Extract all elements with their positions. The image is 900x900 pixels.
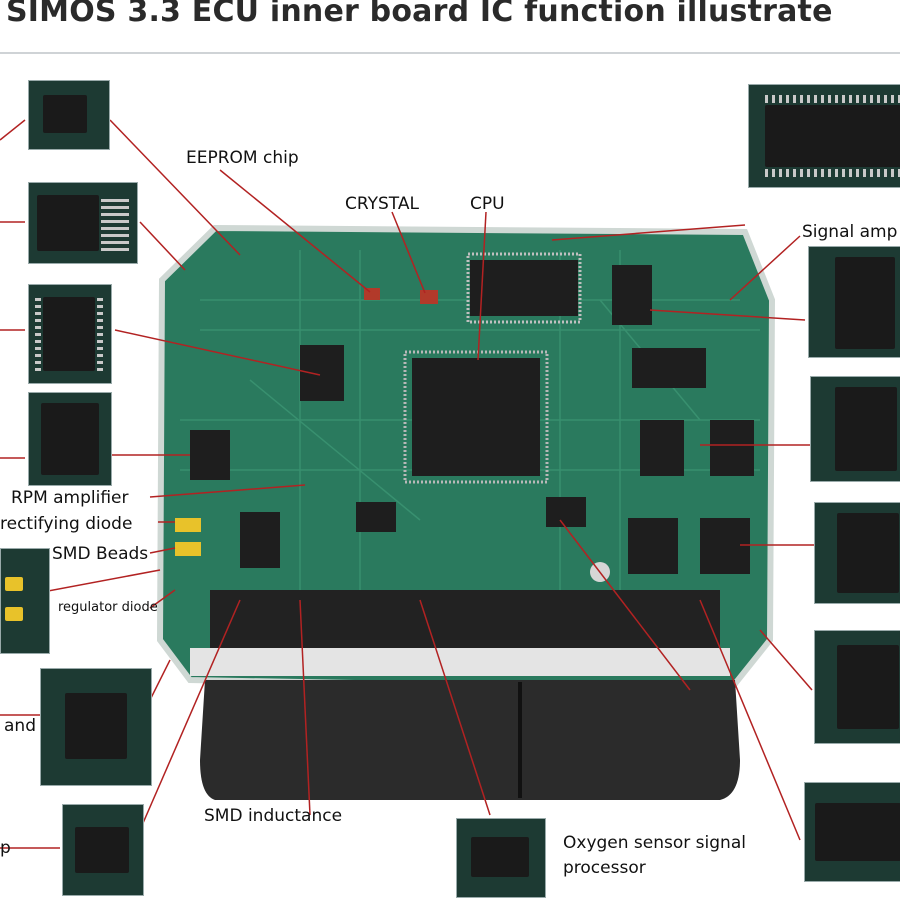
diagram-title: SIMOS 3.3 ECU inner board IC function il…	[6, 0, 833, 29]
thumb-ic-left-4	[40, 668, 152, 786]
top-ic	[470, 260, 578, 316]
smd-bead-2	[175, 542, 201, 556]
thumb-ic-right-2	[810, 376, 900, 482]
thumb-ic-left-5	[62, 804, 144, 896]
label-crystal: CRYSTAL	[345, 194, 419, 214]
smd-bead-1	[175, 518, 201, 532]
right-ic-1	[632, 348, 706, 388]
label-smd-beads: SMD Beads	[52, 544, 149, 564]
thumb-ic-right-3	[814, 502, 900, 604]
label-and-fragment: and	[4, 716, 36, 736]
thumb-ic-right-5	[804, 782, 900, 882]
label-smd-inductance: SMD inductance	[204, 806, 343, 826]
connector-header	[210, 590, 720, 650]
label-cpu: CPU	[470, 194, 505, 214]
thumb-ic-right-4	[814, 630, 900, 744]
right-ic-5	[628, 518, 678, 574]
thumb-ic-right-1	[808, 246, 900, 358]
left-ic-2	[190, 430, 230, 480]
crystal-part	[420, 290, 438, 304]
label-rpm-amplifier: RPM amplifier	[11, 488, 129, 508]
leader-lines	[0, 119, 815, 849]
thumb-oxygen-ic	[456, 818, 546, 898]
label-signal-amp: Signal amp	[802, 222, 898, 242]
thumb-ic-right-top	[748, 84, 900, 188]
label-regulator-diode: regulator diode	[58, 600, 158, 615]
thumb-beads	[0, 548, 50, 654]
thumb-ic-left-1	[28, 182, 138, 264]
oxygen-ic	[546, 497, 586, 527]
left-ic-1	[300, 345, 344, 401]
right-ic-4	[710, 420, 754, 476]
cpu-chip	[412, 358, 540, 476]
right-ic-3	[640, 420, 684, 476]
label-rectifying-diode: rectifying diode	[0, 514, 133, 534]
right-ic-6	[700, 518, 750, 574]
label-eeprom: EEPROM chip	[186, 148, 299, 168]
label-oxygen-line1: Oxygen sensor signal	[563, 833, 746, 853]
connector-body	[200, 680, 740, 800]
thumb-ic-left-3	[28, 392, 112, 486]
title-divider	[0, 52, 900, 54]
label-oxygen-line2: processor	[563, 858, 646, 878]
mid-ic	[356, 502, 396, 532]
label-p-fragment: p	[0, 838, 11, 858]
right-ic-2	[612, 265, 652, 325]
thumb-ic-left-2	[28, 284, 112, 384]
left-ic-3	[240, 512, 280, 568]
thumb-regulator	[28, 80, 110, 150]
